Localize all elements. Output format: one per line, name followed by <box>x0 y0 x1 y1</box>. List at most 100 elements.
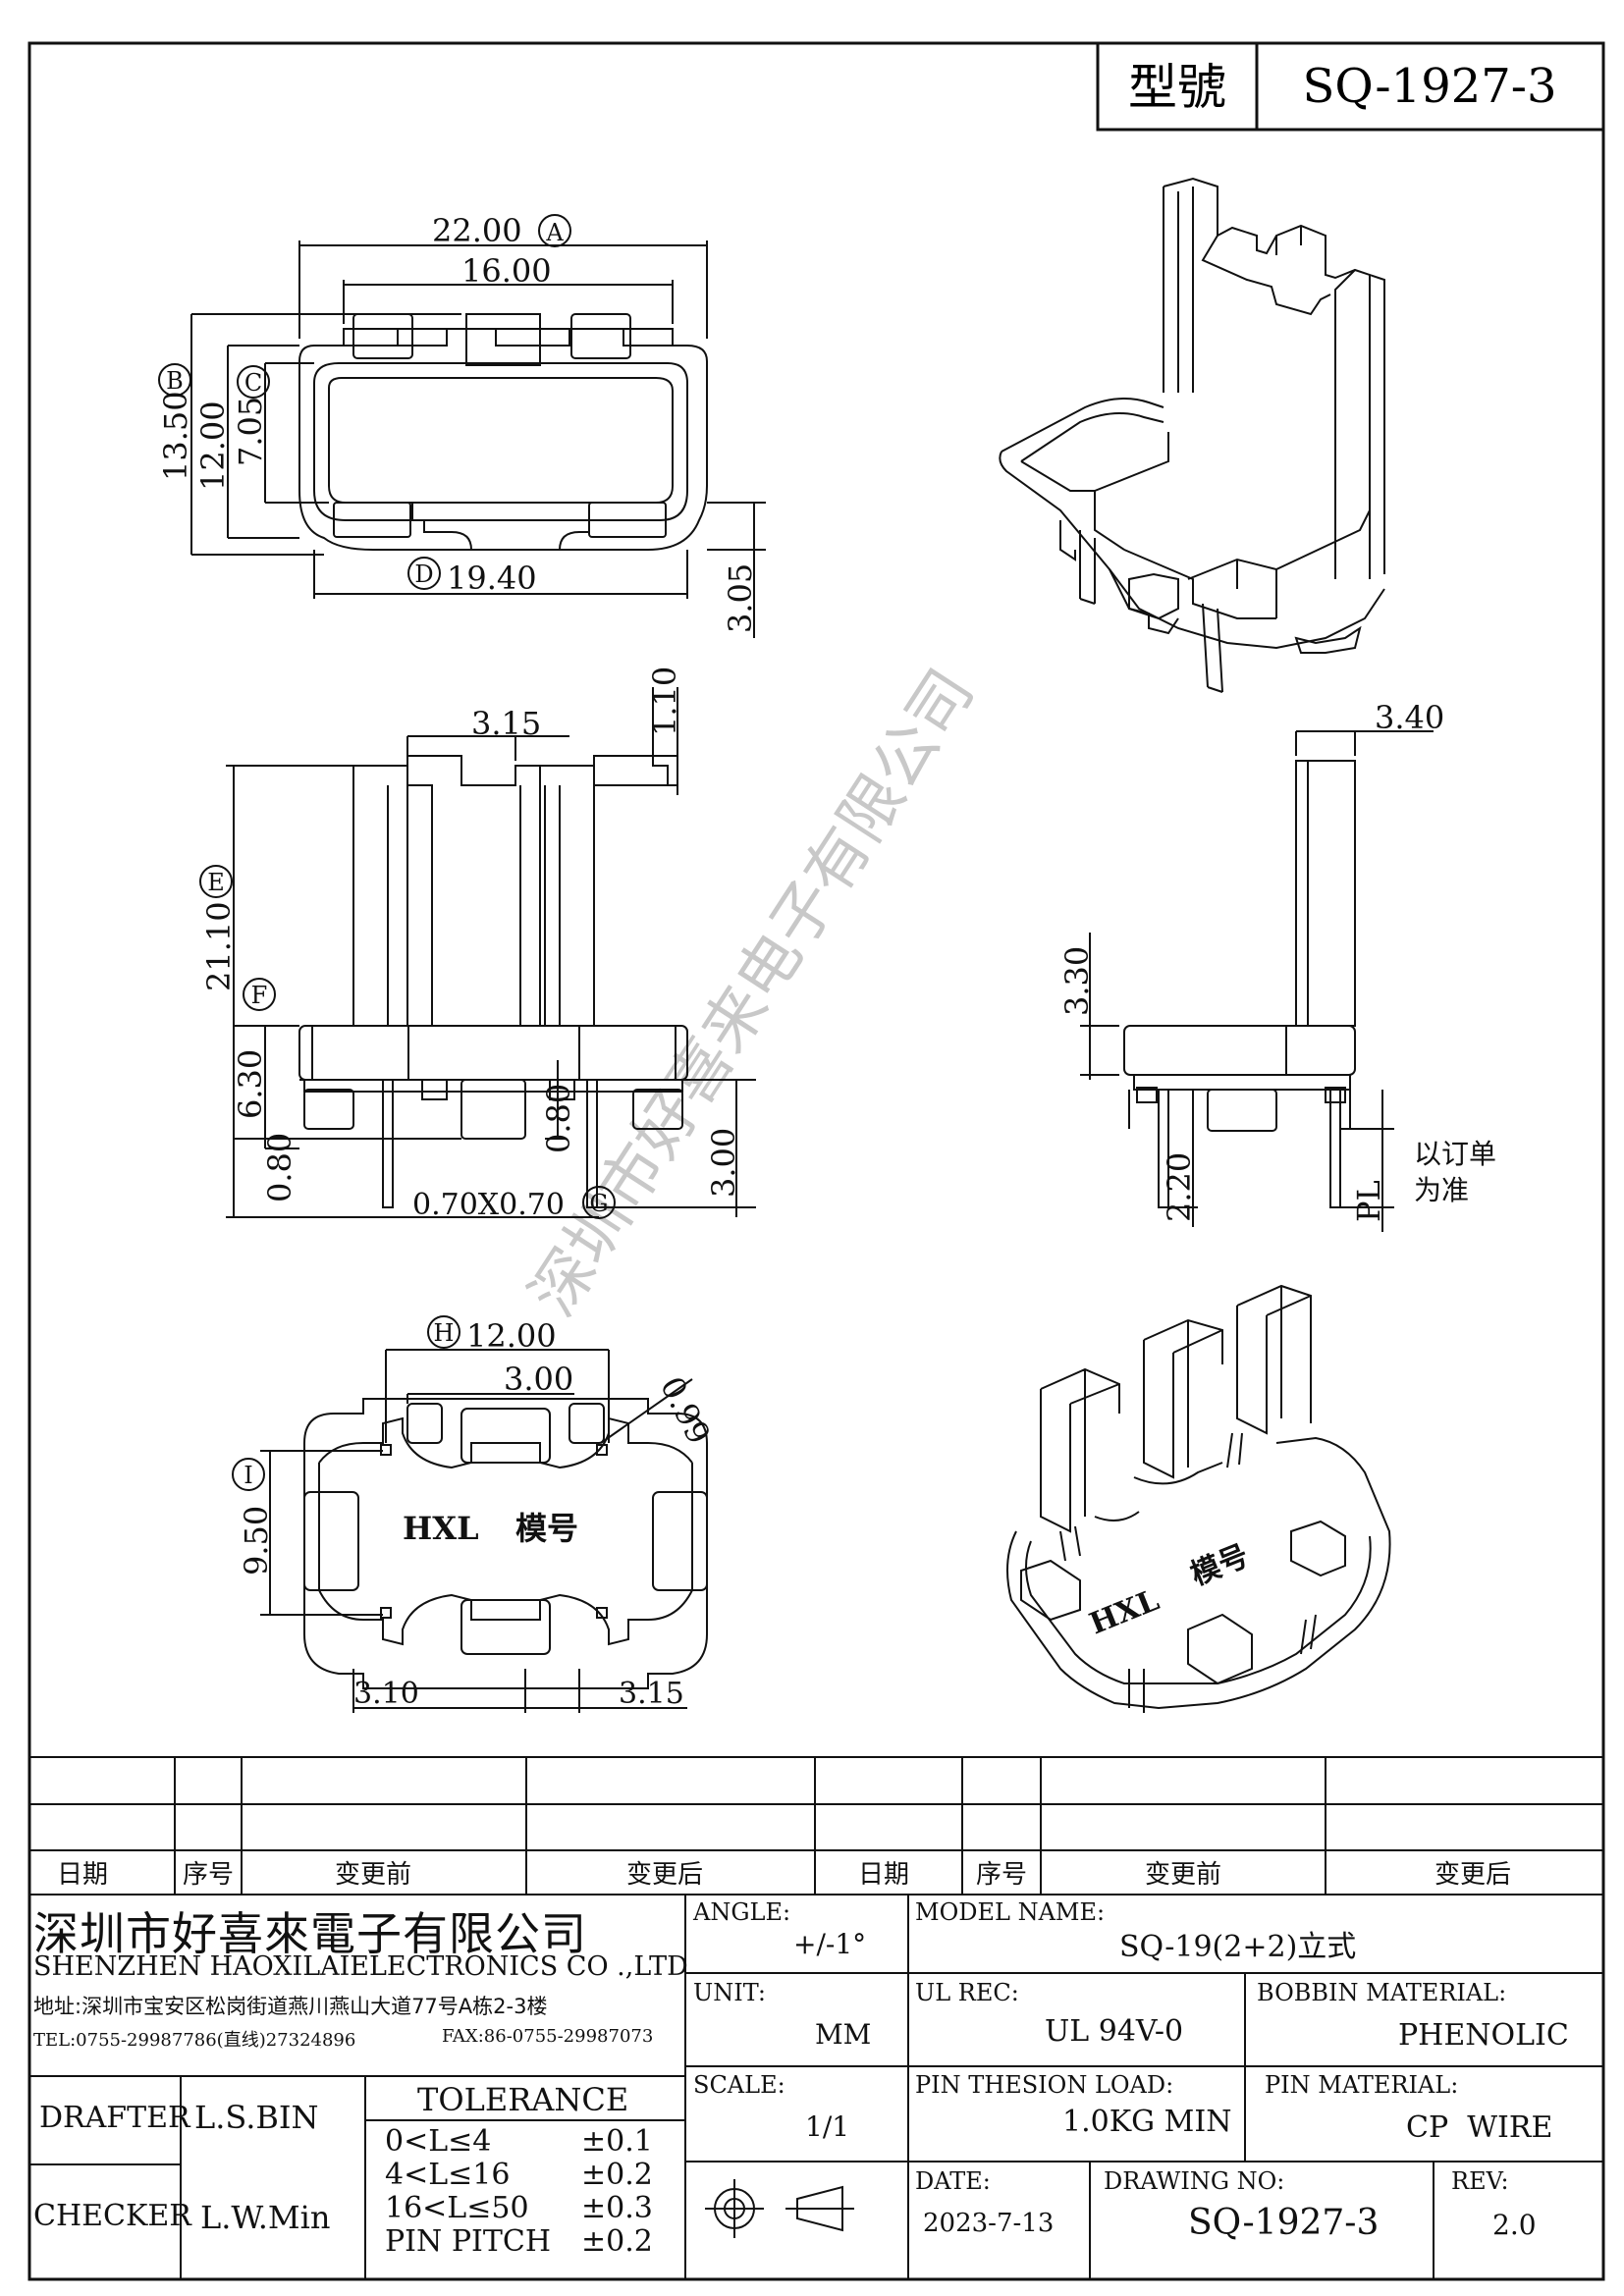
date-label: DATE: <box>915 2167 991 2195</box>
ref-b-circle <box>158 363 191 397</box>
revision-table <box>29 1756 1603 1896</box>
bottom-view-labels: H 12.00 3.00 0.99 I 9.50 HXL 模号 3.10 3.1… <box>232 1315 718 1711</box>
note-line-1: 以订单 <box>1414 1138 1496 1170</box>
dim-12-00: 12.00 <box>194 400 232 491</box>
ref-h: H <box>434 1319 455 1347</box>
model-name-label: MODEL NAME: <box>915 1898 1106 1926</box>
dim-19-40: 19.40 <box>447 560 537 597</box>
ref-f: F <box>251 982 268 1009</box>
dim-pl: PL <box>1350 1180 1387 1222</box>
watermark: 深圳市好喜来电子有限公司 <box>516 657 988 1328</box>
ref-a-circle <box>538 214 571 247</box>
unit-label: UNIT: <box>693 1979 766 2006</box>
drawing-no-value: SQ-1927-3 <box>1188 2203 1380 2243</box>
model-label: 型號 <box>1128 59 1226 116</box>
dim-3-00: 3.00 <box>705 1128 742 1198</box>
top-view-labels: 22.00 A 16.00 B 13.50 12.00 C 7.05 D 19.… <box>157 212 759 633</box>
rev-label: REV: <box>1451 2167 1509 2195</box>
tolerance-value-1: ±0.1 <box>581 2124 653 2159</box>
drafter-value: L.S.BIN <box>194 2099 319 2136</box>
projection-symbol-icon <box>705 2179 854 2238</box>
company-address: 地址:深圳市宝安区松岗街道燕川燕山大道77号A栋2-3楼 <box>33 1995 548 2018</box>
ref-a: A <box>545 219 564 246</box>
ul-rec-value: UL 94V-0 <box>1045 2014 1184 2049</box>
iso-mark-hxl: HXL <box>1085 1583 1164 1642</box>
ul-rec-label: UL REC: <box>915 1979 1019 2006</box>
ref-i-circle <box>232 1458 265 1491</box>
drafter-label: DRAFTER <box>39 2101 190 2135</box>
scale-label: SCALE: <box>693 2071 785 2099</box>
tolerance-range-4: PIN PITCH <box>385 2224 551 2259</box>
iso-bottom-view <box>1006 1284 1391 1713</box>
ref-f-circle <box>243 978 276 1011</box>
tolerance-value-3: ±0.3 <box>581 2191 653 2225</box>
ref-b: B <box>166 367 184 395</box>
dim-16-00: 16.00 <box>461 252 552 290</box>
bottom-mark-model: 模号 <box>515 1510 578 1547</box>
rev-header-after-1: 变更后 <box>626 1860 703 1890</box>
rev-header-after-2: 变更后 <box>1435 1860 1511 1890</box>
model-value: SQ-1927-3 <box>1302 59 1556 114</box>
dim-13-50: 13.50 <box>157 391 194 481</box>
bobbin-label: BOBBIN MATERIAL: <box>1257 1979 1507 2006</box>
rev-header-seq-1: 序号 <box>183 1860 234 1890</box>
unit-value: MM <box>815 2018 872 2051</box>
dim-1-10: 1.10 <box>646 667 683 736</box>
dim-3-15-bottom: 3.15 <box>619 1677 684 1711</box>
dim-pin: 0.70X0.70 <box>412 1188 565 1222</box>
tolerance-range-3: 16<L≤50 <box>385 2191 529 2225</box>
ref-d-circle <box>407 557 441 590</box>
iso-bottom-labels: HXL 模号 <box>1085 1538 1254 1641</box>
ref-h-circle <box>427 1315 460 1349</box>
drawing-no-label: DRAWING NO: <box>1104 2167 1285 2195</box>
bobbin-value: PHENOLIC <box>1398 2018 1569 2053</box>
dim-3-00-bottom: 3.00 <box>504 1361 573 1398</box>
rev-header-date-1: 日期 <box>57 1860 108 1890</box>
dim-2-20: 2.20 <box>1161 1152 1198 1222</box>
date-value: 2023-7-13 <box>923 2209 1055 2238</box>
rev-header-date-2: 日期 <box>858 1860 909 1890</box>
rev-header-seq-2: 序号 <box>976 1860 1027 1890</box>
dim-3-30: 3.30 <box>1058 946 1096 1016</box>
model-name-value: SQ-19(2+2)立式 <box>1119 1930 1357 1964</box>
dim-0-80-left: 0.80 <box>261 1133 298 1202</box>
company-name-en: SHENZHEN HAOXILAIELECTRONICS CO .,LTD <box>33 1951 688 1982</box>
dim-0-80-mid: 0.80 <box>540 1084 577 1153</box>
ref-c: C <box>244 369 262 397</box>
angle-label: ANGLE: <box>693 1898 791 1926</box>
dim-7-05: 7.05 <box>232 397 269 466</box>
ref-e: E <box>207 869 225 896</box>
dim-3-05: 3.05 <box>722 563 759 633</box>
sheet-border <box>27 41 1605 2281</box>
bottom-mark-hxl: HXL <box>403 1510 479 1547</box>
note-line-2: 为准 <box>1414 1174 1469 1206</box>
tolerance-value-2: ±0.2 <box>581 2158 653 2192</box>
tolerance-value-4: ±0.2 <box>581 2224 653 2259</box>
dim-3-10: 3.10 <box>353 1677 419 1711</box>
angle-value: +/-1° <box>793 1928 867 1960</box>
scale-value: 1/1 <box>805 2110 850 2143</box>
ref-d: D <box>414 561 433 588</box>
front-view-labels: 3.15 1.10 E 21.10 F 6.30 0.80 0.80 3.00 … <box>199 667 742 1222</box>
pin-mat-label: PIN MATERIAL: <box>1265 2071 1459 2099</box>
ref-i: I <box>244 1462 252 1489</box>
revision-headers: 日期 序号 变更前 变更后 日期 序号 变更前 变更后 <box>57 1860 1511 1890</box>
dim-22-00: 22.00 <box>432 212 522 249</box>
pin-load-value: 1.0KG MIN <box>1062 2105 1232 2139</box>
top-view <box>190 240 766 638</box>
dim-12-00-bottom: 12.00 <box>466 1317 557 1355</box>
checker-value: L.W.Min <box>200 2199 331 2236</box>
iso-top-view <box>999 177 1385 693</box>
dim-6-30: 6.30 <box>232 1049 269 1119</box>
company-name-cn: 深圳市好喜來電子有限公司 <box>33 1907 587 1960</box>
tolerance-range-2: 4<L≤16 <box>385 2158 511 2192</box>
model-title-box: 型號 SQ-1927-3 <box>1096 41 1605 132</box>
company-tel: TEL:0755-29987786(直线)27324896 <box>33 2030 356 2051</box>
rev-header-before-1: 变更前 <box>335 1860 411 1890</box>
dim-21-10: 21.10 <box>200 901 238 991</box>
side-view <box>1080 730 1434 1232</box>
bottom-view <box>260 1349 708 1713</box>
pin-mat-value: CP WIRE <box>1406 2110 1553 2145</box>
ref-e-circle <box>199 865 233 898</box>
